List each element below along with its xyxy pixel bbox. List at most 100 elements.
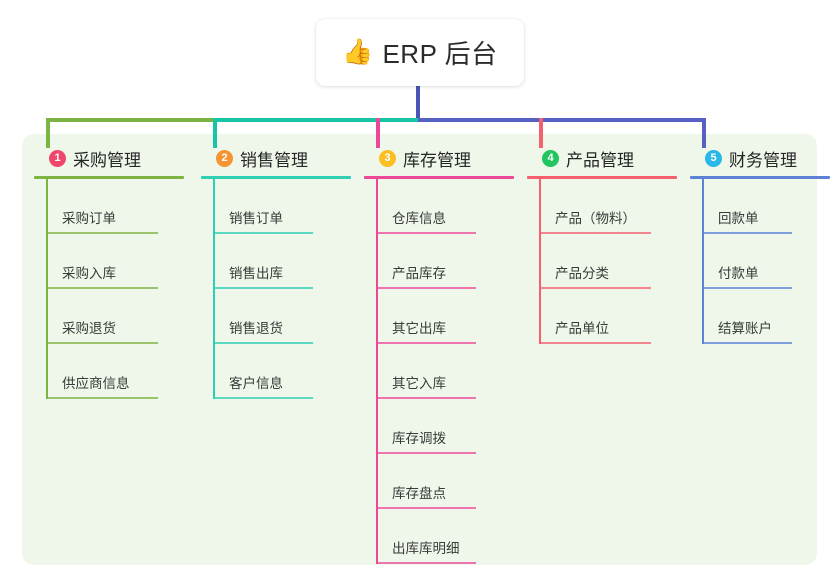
- branch-header-3[interactable]: 3 库存管理: [364, 146, 514, 170]
- branch-item[interactable]: 销售退货: [201, 289, 351, 344]
- branch-item-label: 结算账户: [718, 321, 772, 336]
- branch-item-list: 产品（物料） 产品分类产品单位: [527, 179, 677, 344]
- branch-item-rule: [539, 342, 651, 344]
- branch-number-badge: 3: [379, 149, 396, 167]
- branch-header-2[interactable]: 2 销售管理: [201, 146, 351, 170]
- branch-item-label: 销售订单: [229, 211, 283, 226]
- branch-item[interactable]: 客户信息: [201, 344, 351, 399]
- connector-drop-2: [213, 118, 217, 148]
- branch-number-badge: 1: [49, 149, 66, 167]
- branch-item-rule: [376, 232, 476, 234]
- root-title-card[interactable]: 👍 ERP 后台: [316, 19, 524, 86]
- branch-item-list: 采购订单采购入库采购退货供应商信息: [34, 179, 184, 399]
- branch-spine: [213, 179, 215, 399]
- branch-header-rule: [527, 176, 677, 179]
- branch-item-label: 采购订单: [62, 211, 116, 226]
- branch-column-4: 4 产品管理产品（物料） 产品分类产品单位: [527, 146, 677, 344]
- branch-spine: [376, 179, 378, 564]
- branch-item[interactable]: 销售订单: [201, 179, 351, 234]
- branch-item[interactable]: 仓库信息: [364, 179, 514, 234]
- branch-item[interactable]: 库存调拨: [364, 399, 514, 454]
- branch-item-rule: [213, 232, 313, 234]
- branch-item[interactable]: 出库库明细: [364, 509, 514, 564]
- branch-item-label: 付款单: [718, 266, 759, 281]
- branch-spine: [539, 179, 541, 344]
- branch-item-label: 供应商信息: [62, 376, 130, 391]
- branch-item[interactable]: 采购入库: [34, 234, 184, 289]
- branch-item[interactable]: 采购退货: [34, 289, 184, 344]
- connector-drop-4: [539, 118, 543, 148]
- branch-item[interactable]: 其它出库: [364, 289, 514, 344]
- branch-item-rule: [376, 342, 476, 344]
- branch-item[interactable]: 产品分类: [527, 234, 677, 289]
- branch-item-label: 库存盘点: [392, 486, 446, 501]
- branch-item[interactable]: 产品库存: [364, 234, 514, 289]
- branch-item-label: 采购入库: [62, 266, 116, 281]
- branch-item[interactable]: 销售出库: [201, 234, 351, 289]
- branch-item[interactable]: 供应商信息: [34, 344, 184, 399]
- branch-item-label: 客户信息: [229, 376, 283, 391]
- branch-item-rule: [213, 287, 313, 289]
- branch-item-label: 回款单: [718, 211, 759, 226]
- branch-number-badge: 5: [705, 149, 722, 167]
- branch-item-rule: [539, 232, 651, 234]
- branch-item-rule: [376, 397, 476, 399]
- branch-number-badge: 4: [542, 149, 559, 167]
- branch-item-label: 产品单位: [555, 321, 609, 336]
- branch-item-rule: [376, 287, 476, 289]
- branch-header-1[interactable]: 1 采购管理: [34, 146, 184, 170]
- connector-hbar-2: [215, 118, 418, 122]
- connector-drop-3: [376, 118, 380, 148]
- branch-title: 销售管理: [240, 150, 308, 170]
- content-panel: [22, 134, 817, 565]
- branch-spine: [702, 179, 704, 344]
- branch-title: 财务管理: [729, 150, 797, 170]
- branch-item[interactable]: 付款单: [690, 234, 830, 289]
- branch-header-5[interactable]: 5 财务管理: [690, 146, 830, 170]
- branch-column-3: 3 库存管理仓库信息产品库存其它出库其它入库库存调拨库存盘点出库库明细: [364, 146, 514, 564]
- branch-item-rule: [702, 287, 792, 289]
- branch-item-list: 仓库信息产品库存其它出库其它入库库存调拨库存盘点出库库明细: [364, 179, 514, 564]
- branch-header-rule: [364, 176, 514, 179]
- branch-item-label: 出库库明细: [392, 541, 460, 556]
- branch-header-rule: [34, 176, 184, 179]
- branch-item-rule: [46, 287, 158, 289]
- branch-column-5: 5 财务管理回款单付款单结算账户: [690, 146, 830, 344]
- branch-header-rule: [690, 176, 830, 179]
- branch-item[interactable]: 采购订单: [34, 179, 184, 234]
- connector-drop-1: [46, 118, 50, 148]
- branch-item-list: 回款单付款单结算账户: [690, 179, 830, 344]
- branch-item-label: 销售退货: [229, 321, 283, 336]
- branch-item[interactable]: 回款单: [690, 179, 830, 234]
- branch-item[interactable]: 其它入库: [364, 344, 514, 399]
- branch-header-rule: [201, 176, 351, 179]
- branch-item-list: 销售订单销售出库销售退货客户信息: [201, 179, 351, 399]
- branch-item-rule: [376, 562, 476, 564]
- branch-item-label: 产品分类: [555, 266, 609, 281]
- branch-title: 采购管理: [73, 150, 141, 170]
- branch-item[interactable]: 结算账户: [690, 289, 830, 344]
- branch-item-label: 产品库存: [392, 266, 446, 281]
- branch-number-badge: 2: [216, 149, 233, 167]
- connector-hbar-1: [48, 118, 215, 122]
- branch-item-rule: [376, 452, 476, 454]
- branch-header-4[interactable]: 4 产品管理: [527, 146, 677, 170]
- branch-item-rule: [702, 232, 792, 234]
- branch-column-1: 1 采购管理采购订单采购入库采购退货供应商信息: [34, 146, 184, 399]
- branch-item[interactable]: 库存盘点: [364, 454, 514, 509]
- connector-hbar-3: [418, 118, 706, 122]
- branch-item-rule: [46, 232, 158, 234]
- branch-item[interactable]: 产品（物料）: [527, 179, 677, 234]
- branch-spine: [46, 179, 48, 399]
- branch-title: 库存管理: [403, 150, 471, 170]
- branch-title: 产品管理: [566, 150, 634, 170]
- root-title-text: ERP 后台: [382, 39, 498, 69]
- branch-item[interactable]: 产品单位: [527, 289, 677, 344]
- branch-item-label: 其它出库: [392, 321, 446, 336]
- branch-item-label: 产品（物料）: [555, 211, 636, 226]
- branch-column-2: 2 销售管理销售订单销售出库销售退货客户信息: [201, 146, 351, 399]
- connector-stem: [416, 80, 420, 120]
- branch-item-label: 仓库信息: [392, 211, 446, 226]
- branch-item-rule: [213, 342, 313, 344]
